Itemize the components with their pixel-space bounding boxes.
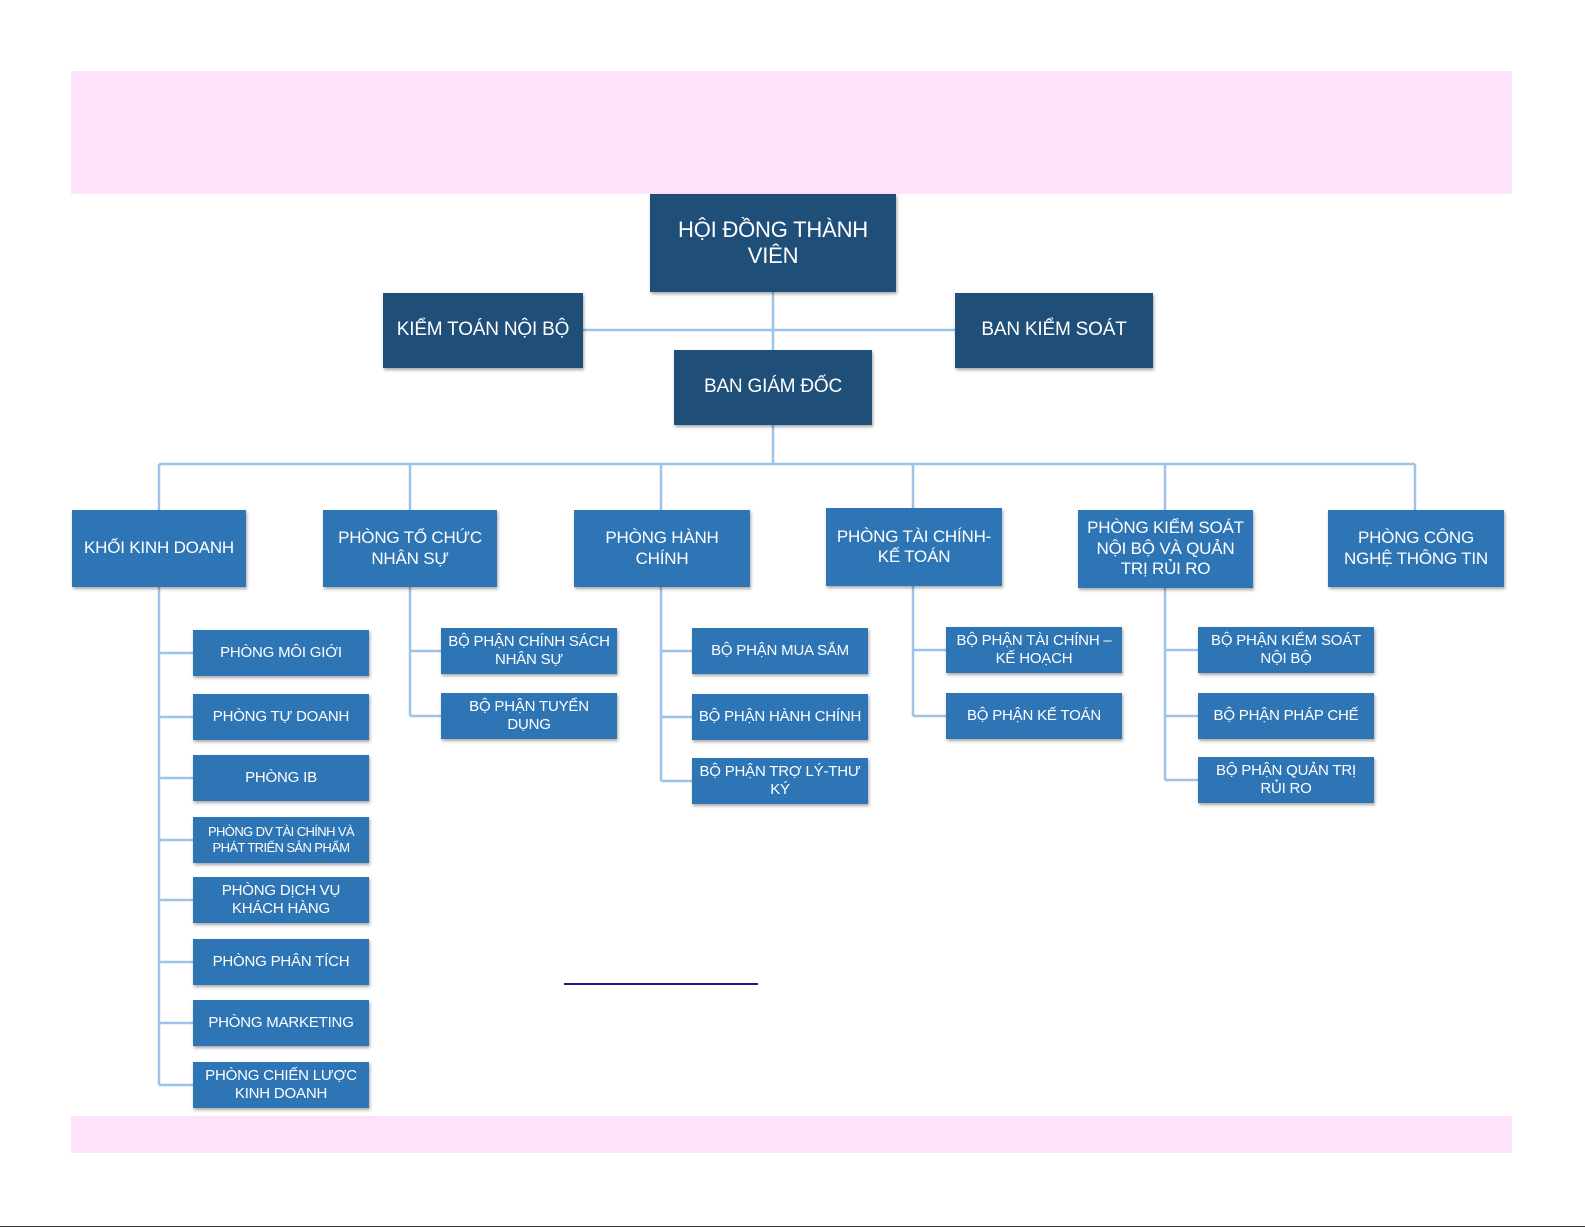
dept-it: PHÒNG CÔNG NGHỆ THÔNG TIN bbox=[1328, 510, 1504, 587]
dept-internal-control-risk: PHÒNG KIỂM SOÁT NỘI BỘ VÀ QUẢN TRỊ RỦI R… bbox=[1078, 510, 1253, 588]
dept-hr: PHÒNG TỔ CHỨC NHÂN SỰ bbox=[323, 510, 497, 587]
unit-marketing: PHÒNG MARKETING bbox=[193, 1000, 369, 1046]
top-band bbox=[71, 71, 1512, 194]
unit-administration: BỘ PHẬN HÀNH CHÍNH bbox=[692, 694, 868, 740]
unit-risk-management: BỘ PHẬN QUẢN TRỊ RỦI RO bbox=[1198, 757, 1374, 803]
unit-financial-services-product-dev: PHÒNG DV TÀI CHÍNH VÀ PHÁT TRIỂN SẢN PHẨ… bbox=[193, 817, 369, 863]
unit-accounting: BỘ PHẬN KẾ TOÁN bbox=[946, 693, 1122, 739]
unit-recruitment: BỘ PHẬN TUYỂN DỤNG bbox=[441, 693, 617, 739]
unit-hr-policy: BỘ PHẬN CHÍNH SÁCH NHÂN SỰ bbox=[441, 628, 617, 674]
bottom-band bbox=[71, 1116, 1512, 1153]
dept-business-division: KHỐI KINH DOANH bbox=[72, 510, 246, 587]
unit-legal: BỘ PHẬN PHÁP CHẾ bbox=[1198, 693, 1374, 739]
unit-analysis: PHÒNG PHÂN TÍCH bbox=[193, 939, 369, 985]
underline-rule bbox=[564, 983, 758, 985]
unit-proprietary-trading: PHÒNG TỰ DOANH bbox=[193, 694, 369, 740]
unit-business-strategy: PHÒNG CHIẾN LƯỢC KINH DOANH bbox=[193, 1062, 369, 1108]
unit-assistant-secretary: BỘ PHẬN TRỢ LÝ-THƯ KÝ bbox=[692, 758, 868, 804]
unit-brokerage: PHÒNG MÔI GIỚI bbox=[193, 630, 369, 676]
board-of-directors-box: BAN GIÁM ĐỐC bbox=[674, 350, 872, 425]
unit-ib: PHÒNG IB bbox=[193, 755, 369, 801]
internal-audit-box: KIỂM TOÁN NỘI BỘ bbox=[383, 293, 583, 368]
unit-procurement: BỘ PHẬN MUA SẮM bbox=[692, 628, 868, 674]
supervisory-board-box: BAN KIỂM SOÁT bbox=[955, 293, 1153, 368]
board-box: HỘI ĐỒNG THÀNH VIÊN bbox=[650, 194, 896, 292]
unit-internal-control: BỘ PHẬN KIỂM SOÁT NỘI BỘ bbox=[1198, 627, 1374, 673]
unit-finance-planning: BỘ PHẬN TÀI CHÍNH – KẾ HOẠCH bbox=[946, 627, 1122, 673]
dept-finance-accounting: PHÒNG TÀI CHÍNH-KẾ TOÁN bbox=[826, 508, 1002, 586]
unit-customer-service: PHÒNG DỊCH VỤ KHÁCH HÀNG bbox=[193, 877, 369, 923]
dept-administration: PHÒNG HÀNH CHÍNH bbox=[574, 510, 750, 587]
